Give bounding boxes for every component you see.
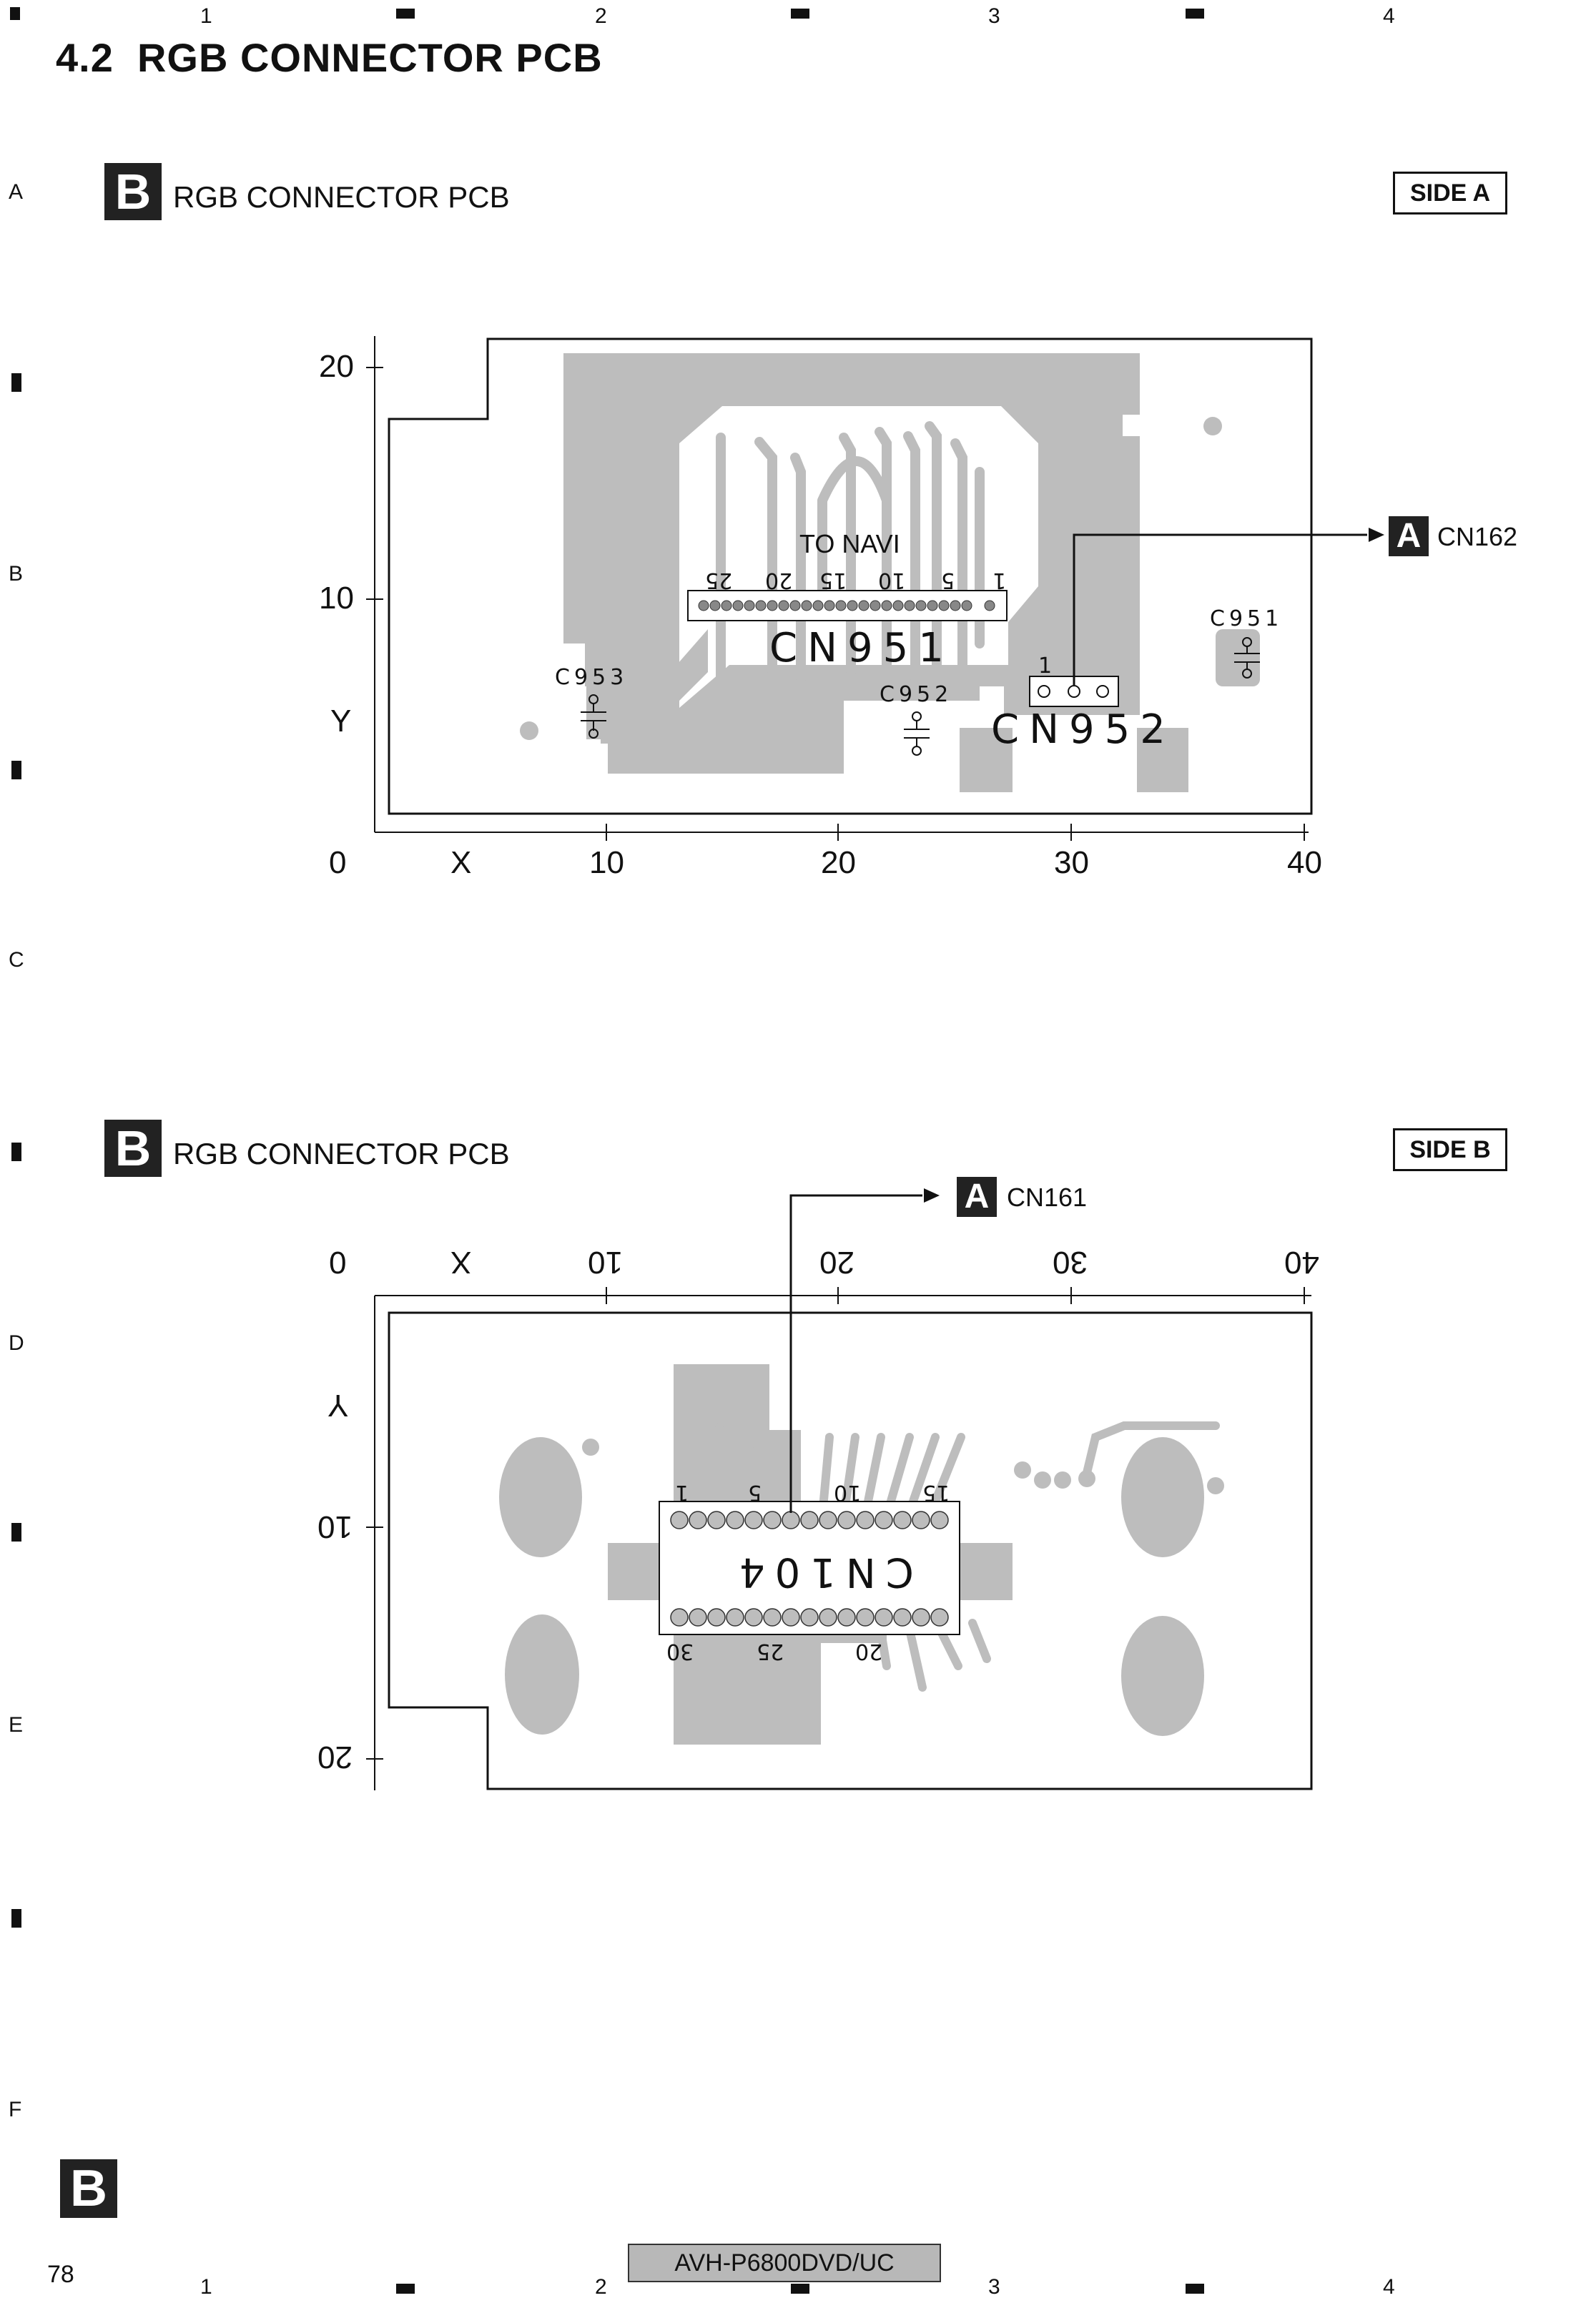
c952-label: C952 (880, 682, 953, 707)
side-a-pcb-diagram (366, 336, 1384, 841)
cn951-pin-20: 20 (765, 568, 793, 593)
c951-label: C951 (1210, 606, 1284, 631)
link-badge-a: A (957, 1177, 997, 1217)
frame-tick (10, 7, 20, 20)
board-name: RGB CONNECTOR PCB (173, 180, 510, 214)
c953-label: C953 (555, 665, 629, 690)
x-tick-10: 10 (588, 1245, 623, 1280)
frame-tick (1186, 9, 1204, 19)
row-marker-a: A (9, 180, 24, 204)
frame-tick (11, 1143, 21, 1161)
to-navi-label: TO NAVI (799, 529, 900, 558)
cn951-pin-5: 5 (941, 568, 955, 593)
x-axis-label: X (450, 1245, 472, 1280)
cn951-pin-10: 10 (878, 568, 906, 593)
frame-tick (11, 1523, 21, 1542)
cn104-pin-20: 20 (855, 1639, 883, 1664)
col-marker-2-bottom: 2 (595, 2275, 607, 2299)
model-name: AVH-P6800DVD/UC (628, 2244, 941, 2282)
board-name: RGB CONNECTOR PCB (173, 1137, 510, 1170)
frame-tick (1186, 2284, 1204, 2294)
origin-label: 0 (329, 845, 347, 880)
cn951-pin-15: 15 (819, 568, 847, 593)
frame-tick (396, 2284, 415, 2294)
cn951-pin-1: 1 (992, 568, 1007, 593)
cn104-pin-25: 25 (757, 1639, 784, 1664)
y-tick-10: 10 (319, 581, 354, 616)
row-marker-f: F (9, 2098, 22, 2121)
page-title: 4.2 RGB CONNECTOR PCB (56, 35, 603, 80)
y-tick-20: 20 (319, 349, 354, 384)
footer-board-letter: B (60, 2159, 117, 2218)
frame-tick (791, 9, 809, 19)
row-marker-b: B (9, 562, 24, 586)
x-tick-30: 30 (1054, 845, 1089, 880)
cn161-target[interactable]: CN161 (1007, 1183, 1088, 1212)
link-badge-a: A (1389, 516, 1429, 556)
side-b-pcb-diagram (366, 1188, 1313, 1790)
x-tick-20: 20 (821, 845, 856, 880)
col-marker-2-top: 2 (595, 4, 607, 28)
cn104-label: CN104 (729, 1549, 914, 1595)
x-tick-20: 20 (819, 1245, 854, 1280)
col-marker-4-top: 4 (1383, 4, 1395, 28)
cn104-pin-10: 10 (834, 1480, 862, 1505)
x-tick-30: 30 (1053, 1245, 1088, 1280)
row-marker-e: E (9, 1713, 24, 1737)
col-marker-3-top: 3 (988, 4, 1000, 28)
board-letter-badge: B (104, 163, 162, 220)
origin-label: 0 (329, 1245, 347, 1280)
cn104-pin-1: 1 (675, 1480, 689, 1505)
frame-tick (11, 373, 21, 392)
cn162-target[interactable]: CN162 (1437, 522, 1518, 551)
cn104-pin-5: 5 (748, 1480, 762, 1505)
col-marker-1-bottom: 1 (200, 2275, 212, 2299)
col-marker-1-top: 1 (200, 4, 212, 28)
side-b-label: SIDE B (1393, 1128, 1507, 1171)
x-tick-10: 10 (589, 845, 624, 880)
frame-tick (791, 2284, 809, 2294)
y-tick-20: 20 (317, 1740, 353, 1775)
y-axis-label: Y (327, 1388, 349, 1423)
x-tick-40: 40 (1284, 1245, 1319, 1280)
col-marker-3-bottom: 3 (988, 2275, 1000, 2299)
y-axis-label: Y (330, 704, 352, 739)
x-axis-label: X (450, 845, 472, 880)
cn104-pin-15: 15 (922, 1480, 950, 1505)
cn952-label: CN952 (991, 706, 1176, 753)
side-a-label: SIDE A (1393, 172, 1507, 214)
frame-tick (396, 9, 415, 19)
x-tick-40: 40 (1287, 845, 1322, 880)
cn951-label: CN951 (769, 625, 954, 671)
cn951-pin-25: 25 (705, 568, 733, 593)
cn104-pin-30: 30 (666, 1639, 694, 1664)
y-tick-10: 10 (317, 1509, 353, 1544)
page-number: 78 (47, 2261, 74, 2288)
row-marker-c: C (9, 948, 24, 972)
cn952-pin-1: 1 (1038, 654, 1053, 679)
col-marker-4-bottom: 4 (1383, 2275, 1395, 2299)
board-letter-badge: B (104, 1120, 162, 1177)
frame-tick (11, 761, 21, 779)
frame-tick (11, 1909, 21, 1928)
row-marker-d: D (9, 1331, 24, 1355)
